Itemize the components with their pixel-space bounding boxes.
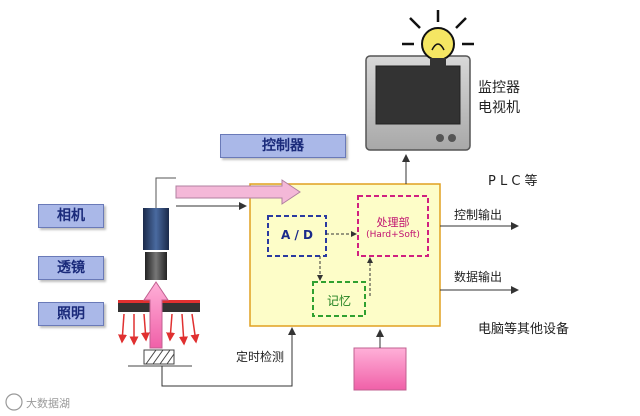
reflected-light-arrow — [143, 281, 169, 349]
image-signal-arrow — [175, 179, 301, 205]
input-device-block — [353, 347, 407, 391]
processor-box — [357, 195, 429, 257]
watermark-icon — [5, 393, 23, 411]
lighting-tag: 照明 — [38, 302, 104, 326]
controller-box — [249, 183, 441, 327]
control-output-label: 控制输出 — [454, 208, 503, 222]
camera-cable — [155, 177, 176, 208]
ad-box — [267, 215, 327, 257]
light-rays — [118, 313, 200, 346]
processor-label: 处理部 — [376, 216, 410, 229]
watermark-text: 大数据湖 — [26, 397, 70, 410]
processor-sub-label: (Hard+Soft) — [366, 230, 420, 240]
lens-tag: 透镜 — [38, 256, 104, 280]
monitor-label: 监控器 电视机 — [478, 80, 520, 116]
memory-box — [312, 281, 366, 317]
lens-icon — [145, 252, 167, 280]
plc-label: P L C 等 — [488, 174, 538, 189]
memory-label: 记忆 — [326, 294, 351, 308]
lightbulb-icon — [402, 10, 474, 72]
computer-label: 电脑等其他设备 — [478, 322, 570, 337]
controller-tag: 控制器 — [220, 134, 346, 158]
data-output-label: 数据输出 — [454, 270, 503, 284]
camera-icon — [143, 208, 169, 250]
camera-tag: 相机 — [38, 204, 104, 228]
timing-line — [161, 327, 296, 387]
timing-label: 定时检测 — [236, 350, 285, 364]
ad-label: A / D — [281, 228, 313, 242]
inspection-target — [143, 349, 175, 365]
